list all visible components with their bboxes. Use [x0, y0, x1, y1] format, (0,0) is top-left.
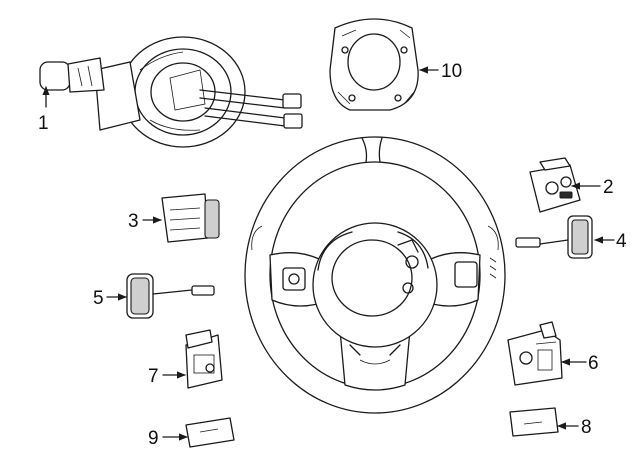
callout-3: 3 [128, 211, 139, 232]
callout-8: 8 [581, 417, 592, 438]
part-4-sensor [515, 215, 593, 259]
callout-10: 10 [441, 61, 462, 82]
part-7-cover [185, 329, 223, 389]
part-1-switch-assembly [39, 36, 303, 148]
part-5-sensor [126, 273, 215, 319]
part-2-control-switch [529, 157, 581, 213]
callout-6: 6 [588, 353, 599, 374]
callout-leaders [42, 66, 615, 441]
callout-9: 9 [148, 428, 159, 449]
callout-labels: 1 2 3 4 5 6 7 8 9 10 [38, 61, 627, 449]
part-6-module [507, 321, 563, 386]
part-10-clockspring [329, 18, 419, 111]
callout-1: 1 [38, 113, 49, 134]
callout-2: 2 [603, 177, 614, 198]
callout-4: 4 [616, 231, 627, 252]
part-8-trim [509, 407, 559, 437]
part-9-trim [185, 417, 235, 448]
part-3-control-switch [161, 193, 220, 243]
callout-5: 5 [93, 288, 104, 309]
steering-wheel [244, 136, 506, 414]
callout-7: 7 [148, 366, 159, 387]
